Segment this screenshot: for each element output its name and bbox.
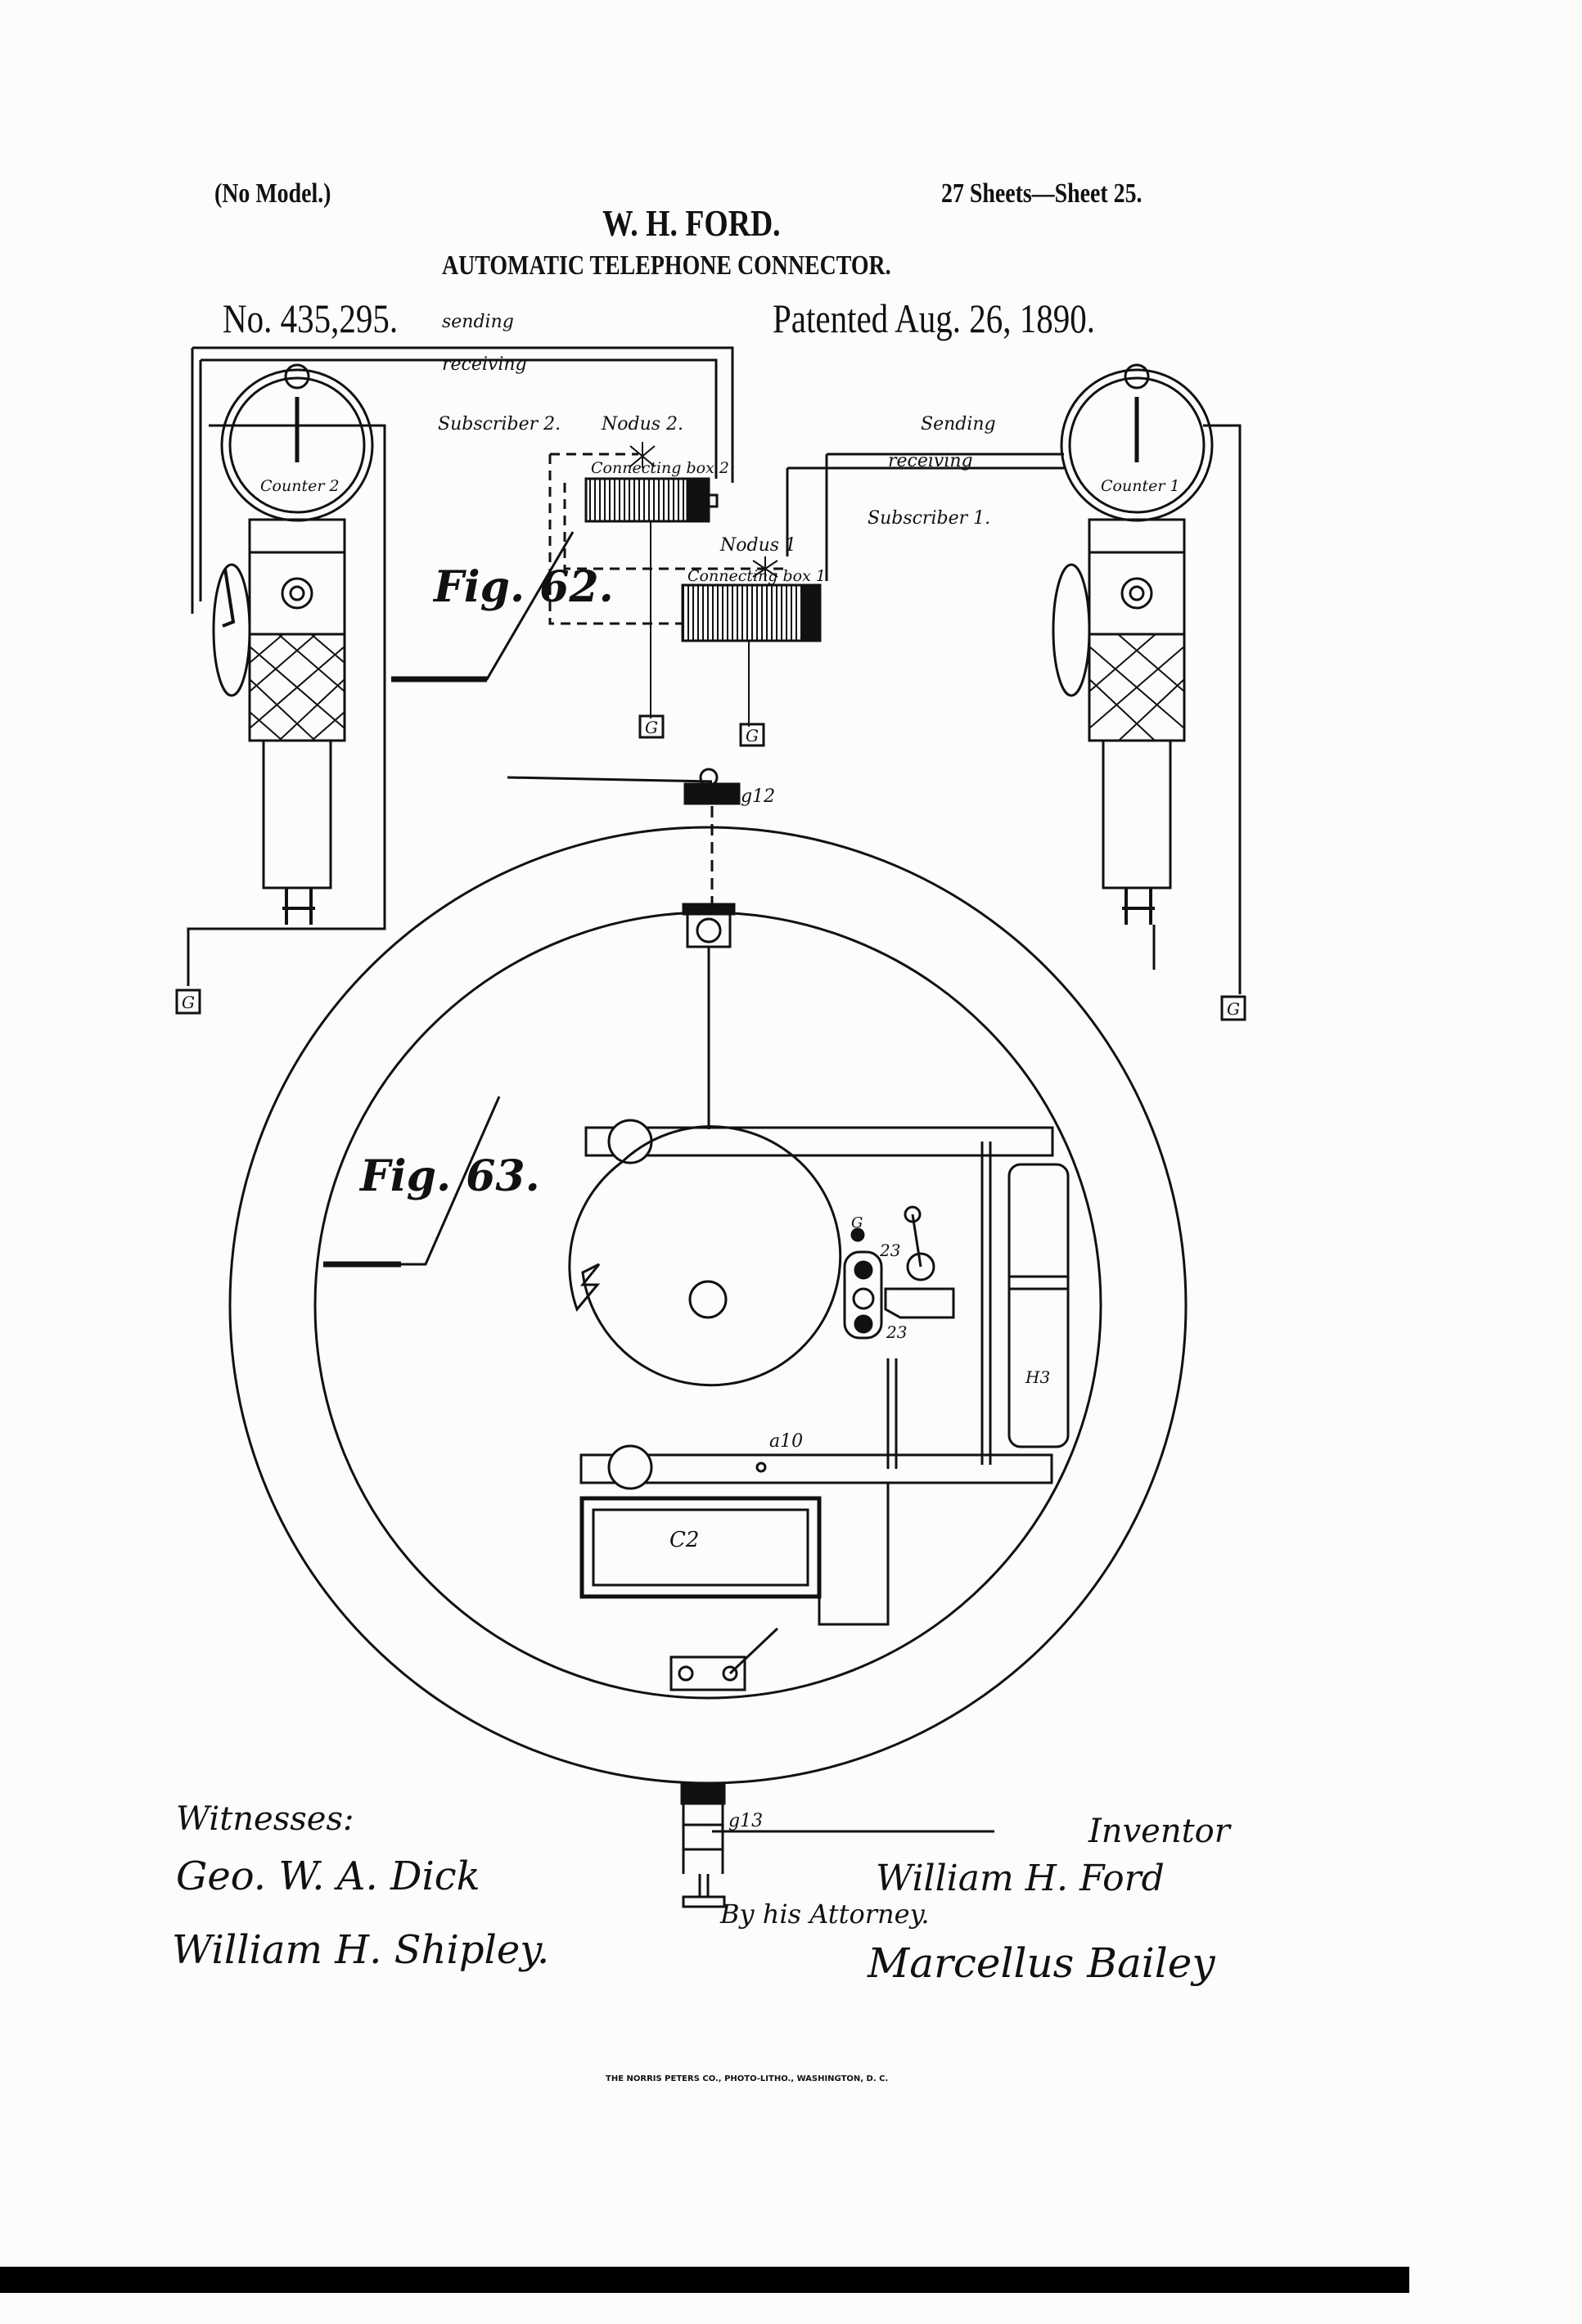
figure-62 bbox=[187, 346, 1242, 994]
figure-63 bbox=[228, 768, 1188, 1908]
label-counter-1: Counter 1 bbox=[1101, 477, 1180, 495]
patent-date: Patented Aug. 26, 1890. bbox=[773, 295, 1096, 341]
inventor-signature: William H. Ford bbox=[876, 1858, 1165, 1899]
label-a10: a10 bbox=[769, 1431, 803, 1452]
label-c2: C2 bbox=[669, 1528, 699, 1552]
label-subscriber-1: Subscriber 1. bbox=[868, 508, 990, 529]
label-connecting-box-1: Connecting box 1 bbox=[687, 567, 826, 585]
witness-2-signature: William H. Shipley. bbox=[172, 1927, 550, 1973]
label-receiving-right: receiving bbox=[888, 451, 973, 471]
ground-label: G bbox=[1227, 999, 1240, 1019]
ground-label: G bbox=[746, 726, 759, 745]
label-g-fig63: G bbox=[851, 1214, 863, 1232]
label-h3: H3 bbox=[1025, 1367, 1050, 1387]
lower-lever-bar bbox=[579, 1453, 1053, 1484]
terminal-g13 bbox=[680, 1782, 726, 1805]
patent-number: No. 435,295. bbox=[223, 295, 399, 341]
upper-lever-bar bbox=[584, 1126, 1054, 1157]
witnesses-label: Witnesses: bbox=[176, 1800, 354, 1838]
label-23-upper: 23 bbox=[879, 1241, 900, 1260]
sheet-count: 27 Sheets—Sheet 25. bbox=[941, 178, 1143, 209]
attorney-signature: Marcellus Bailey bbox=[868, 1939, 1215, 1987]
no-model-label: (No Model.) bbox=[214, 178, 331, 209]
label-sending-right: Sending bbox=[921, 414, 996, 435]
cam-disk bbox=[568, 1125, 842, 1387]
label-23-lower: 23 bbox=[886, 1322, 907, 1342]
label-g13: g13 bbox=[728, 1811, 763, 1831]
dashed-links bbox=[548, 453, 786, 625]
label-receiving-left: receiving bbox=[442, 354, 527, 375]
counter-1 bbox=[1052, 363, 1214, 925]
witness-1-signature: Geo. W. A. Dick bbox=[176, 1853, 480, 1899]
label-nodus-2: Nodus 2. bbox=[601, 414, 683, 435]
printer-credit: THE NORRIS PETERS CO., PHOTO-LITHO., WAS… bbox=[606, 2074, 889, 2083]
inventor-label: Inventor bbox=[1088, 1813, 1230, 1850]
fig-62-label: Fig. 62. bbox=[432, 562, 614, 612]
counter-2 bbox=[212, 363, 374, 925]
label-subscriber-2: Subscriber 2. bbox=[438, 414, 561, 435]
ground-label: G bbox=[182, 993, 195, 1012]
bottom-terminal bbox=[669, 1655, 746, 1691]
connecting-box-1 bbox=[681, 583, 822, 642]
label-nodus-1: Nodus 1 bbox=[719, 535, 796, 556]
ground-label: G bbox=[645, 718, 658, 737]
inventor-heading: W. H. FORD. bbox=[602, 202, 781, 244]
by-attorney-label: By his Attorney. bbox=[720, 1898, 930, 1930]
label-g12: g12 bbox=[741, 786, 775, 807]
label-connecting-box-2: Connecting box 2 bbox=[591, 459, 729, 477]
box-c2 bbox=[579, 1496, 822, 1599]
cylinder-h3 bbox=[1007, 1163, 1070, 1448]
label-sending-left: sending bbox=[442, 312, 514, 332]
fig-63-label: Fig. 63. bbox=[358, 1151, 540, 1201]
ground-terminals bbox=[175, 714, 1246, 1021]
left-wires bbox=[187, 346, 734, 986]
label-counter-2: Counter 2 bbox=[260, 477, 340, 495]
patent-title: AUTOMATIC TELEPHONE CONNECTOR. bbox=[442, 250, 891, 281]
scan-edge-bar bbox=[0, 2267, 1409, 2293]
terminal-g12 bbox=[683, 782, 741, 805]
right-wires bbox=[786, 424, 1242, 994]
